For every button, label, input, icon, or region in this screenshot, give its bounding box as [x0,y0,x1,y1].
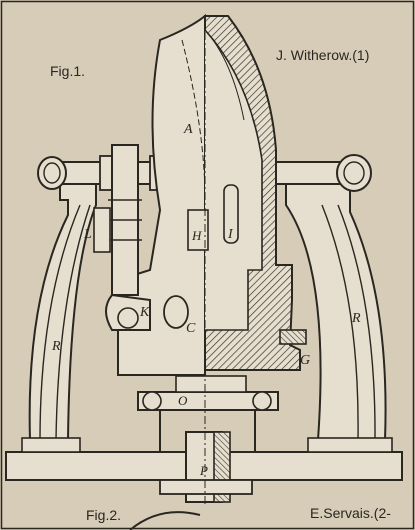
part-label-o: O [178,393,188,408]
part-label-c: C [186,321,196,336]
fig1-label: Fig.1. [50,63,86,79]
flange-g [279,329,307,345]
tuyere-body [117,13,206,376]
pipe-ring-left [37,156,67,190]
part-label-k: K [139,305,150,320]
part-label-i: I [227,227,234,242]
part-label-a: A [183,122,193,137]
author-top: J. Witherow.(1) [276,47,370,63]
author-bottom: E.Servais.(2- [310,505,391,521]
part-label-r-right: R [351,311,361,326]
part-label-g: G [300,353,310,368]
pipe-ring-right [336,154,372,192]
part-label-p: P [199,463,208,478]
elbow-k [105,293,151,331]
part-label-h: H [191,228,202,243]
part-label-l: L [83,227,92,242]
fig2-label: Fig.2. [86,507,122,523]
frame-right [285,174,387,453]
part-label-r-left: R [51,339,61,354]
